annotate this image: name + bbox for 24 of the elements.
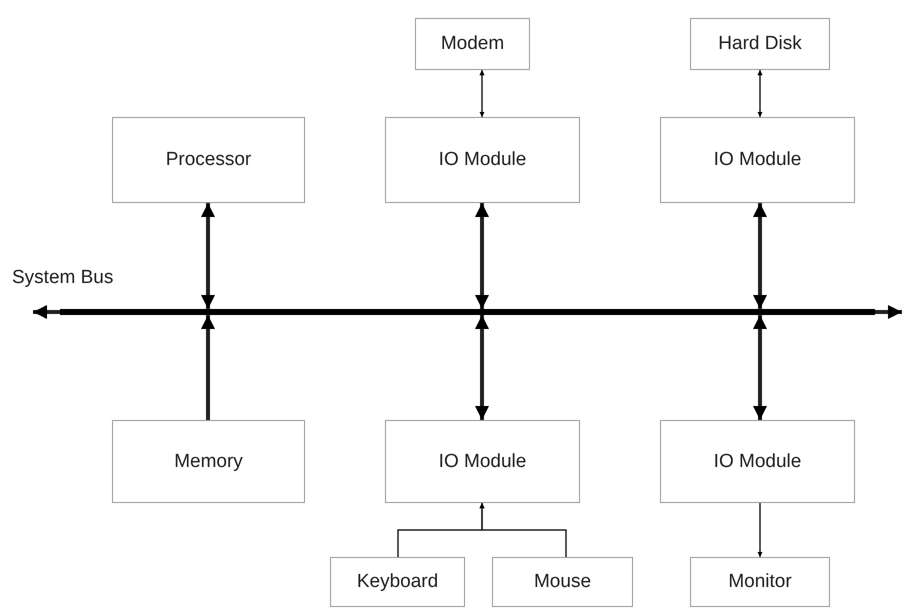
arrow bbox=[475, 203, 489, 309]
arrow bbox=[753, 315, 767, 420]
component-box: Monitor bbox=[690, 557, 830, 607]
component-box: Modem bbox=[415, 18, 530, 70]
arrow bbox=[479, 503, 567, 557]
arrow bbox=[479, 70, 485, 117]
component-box: Hard Disk bbox=[690, 18, 830, 70]
component-box: Keyboard bbox=[330, 557, 465, 607]
arrow bbox=[757, 503, 763, 557]
component-box: Mouse bbox=[492, 557, 633, 607]
arrow bbox=[875, 305, 902, 319]
component-box: Processor bbox=[112, 117, 305, 203]
bus-label: System Bus bbox=[12, 267, 114, 289]
arrow bbox=[475, 315, 489, 420]
component-box: Memory bbox=[112, 420, 305, 503]
component-box: IO Module bbox=[385, 117, 580, 203]
component-box: IO Module bbox=[660, 420, 855, 503]
component-box: IO Module bbox=[660, 117, 855, 203]
arrow bbox=[753, 203, 767, 309]
arrow bbox=[757, 70, 763, 117]
arrow bbox=[33, 305, 60, 319]
arrow bbox=[201, 315, 215, 420]
arrow bbox=[201, 203, 215, 309]
component-box: IO Module bbox=[385, 420, 580, 503]
